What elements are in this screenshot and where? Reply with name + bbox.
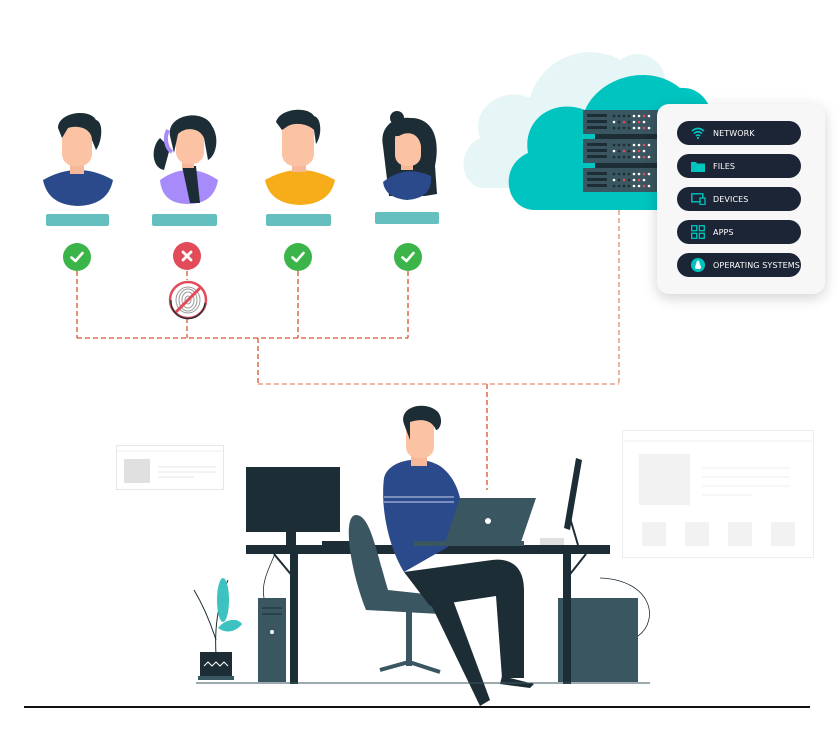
user-1-status-approved [63,243,91,271]
avatar-user-2 [153,115,218,204]
user-3-status-approved [284,243,312,271]
avatar-user-1 [43,113,113,206]
cloud-resources-panel: NETWORK FILES DEVICES APPS OPERATING SYS… [657,104,825,294]
plant-icon [193,578,242,680]
avatar-user-4 [382,111,437,200]
avatar-user-3 [265,109,335,205]
user-2-name-bar [152,214,217,226]
apps-grid-icon [690,225,706,239]
wireframe-card-small [116,445,224,490]
user-1-name-bar [46,214,109,226]
panel-item-label: OPERATING SYSTEMS [713,260,800,270]
monitor-right [564,458,582,530]
user-4-status-approved [394,243,422,271]
pc-tower-right [558,598,638,682]
check-icon [291,251,305,263]
user-4-name-bar [375,212,439,224]
folder-icon [690,160,706,172]
admin-person [383,405,534,706]
admin-workstation [193,405,650,706]
panel-item-label: FILES [713,161,736,171]
server-rack-icon [583,110,658,192]
wifi-icon [690,127,706,139]
monitor-left [246,467,340,532]
panel-item-operating-systems[interactable]: OPERATING SYSTEMS [677,253,801,277]
devices-icon [690,193,706,205]
panel-item-label: APPS [713,227,734,237]
ground-line [24,706,810,708]
user-3-name-bar [266,214,331,226]
panel-item-label: NETWORK [713,128,755,138]
user-2-status-denied [173,242,201,270]
panel-item-apps[interactable]: APPS [677,220,801,244]
chair [348,515,444,614]
check-icon [401,251,415,263]
pc-tower-left [258,598,286,682]
linux-icon [690,258,706,272]
wireframe-card-large [622,430,814,558]
panel-item-files[interactable]: FILES [677,154,801,178]
check-icon [70,251,84,263]
panel-item-label: DEVICES [713,194,749,204]
fingerprint-blocked-icon [168,280,208,320]
panel-item-network[interactable]: NETWORK [677,121,801,145]
x-icon [181,250,193,262]
panel-item-devices[interactable]: DEVICES [677,187,801,211]
